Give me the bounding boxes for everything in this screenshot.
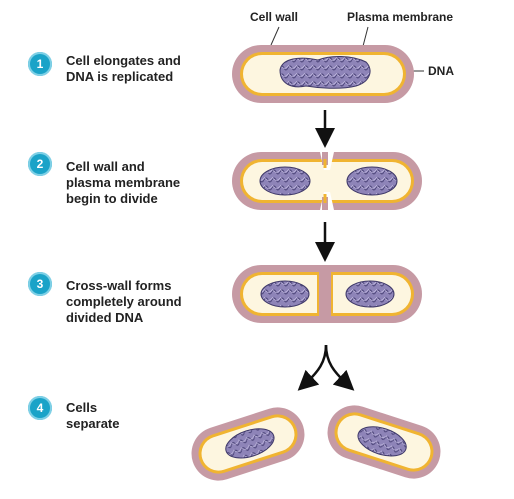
- step-1-number: 1: [36, 57, 44, 71]
- step-3-badge: 3: [28, 272, 52, 296]
- step-4-number: 4: [36, 401, 44, 415]
- dna-left-step-3: [260, 280, 310, 308]
- cell-step-4-right: [327, 405, 441, 479]
- dna-right-step-3: [345, 280, 395, 308]
- step-2-badge: 2: [28, 152, 52, 176]
- dna-label: DNA: [428, 64, 454, 78]
- cell-wall-leader: [270, 26, 280, 46]
- cell-step-4-left: [191, 407, 305, 481]
- dna-left-step-4: [225, 428, 275, 459]
- step-4-text: Cells separate: [66, 400, 120, 431]
- dna-left-step-2: [259, 166, 311, 196]
- step-3-number: 3: [36, 277, 44, 291]
- step-1-badge: 1: [28, 52, 52, 76]
- cell-step-1: [232, 45, 414, 103]
- step-1-text: Cell elongates and DNA is replicated: [66, 53, 181, 84]
- step-3-text: Cross-wall forms completely around divid…: [66, 278, 182, 325]
- dna-right-step-4: [357, 426, 407, 457]
- step-4-badge: 4: [28, 396, 52, 420]
- dna-right-step-2: [346, 166, 398, 196]
- dna-replicated: [279, 56, 371, 89]
- plasma-membrane-label: Plasma membrane: [347, 10, 454, 24]
- split-arrows: [297, 344, 355, 391]
- cross-wall: [319, 268, 331, 320]
- cell-step-3: [232, 265, 422, 323]
- step-2-text: Cell wall and plasma membrane begin to d…: [66, 159, 181, 206]
- cell-step-2: [232, 152, 422, 210]
- cell-wall-label: Cell wall: [250, 10, 299, 24]
- step-2-number: 2: [36, 157, 44, 171]
